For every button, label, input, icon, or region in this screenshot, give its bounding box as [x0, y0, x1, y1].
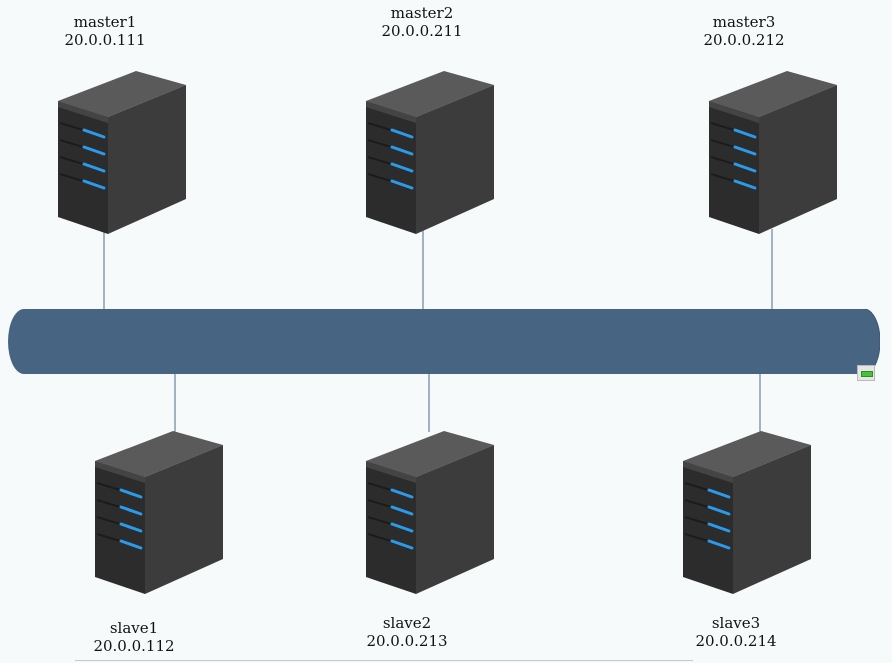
- node-ip: 20.0.0.212: [703, 31, 785, 49]
- node-ip: 20.0.0.214: [695, 632, 777, 650]
- node-name: master3: [712, 13, 776, 31]
- node-label-slave1: slave1 20.0.0.112: [44, 619, 224, 655]
- node-name: master1: [73, 13, 137, 31]
- node-label-slave2: slave2 20.0.0.213: [317, 614, 497, 650]
- node-name: slave2: [382, 614, 432, 632]
- network-bus[interactable]: [8, 309, 880, 374]
- server-slave2-icon[interactable]: [366, 431, 496, 599]
- resize-handle-icon[interactable]: [857, 365, 875, 381]
- node-label-slave3: slave3 20.0.0.214: [646, 614, 826, 650]
- node-name: slave3: [711, 614, 761, 632]
- server-master2-icon[interactable]: [366, 71, 496, 239]
- node-ip: 20.0.0.112: [93, 637, 175, 655]
- server-slave1-icon[interactable]: [95, 431, 225, 599]
- node-label-master1: master1 20.0.0.111: [15, 13, 195, 49]
- node-label-master3: master3 20.0.0.212: [654, 13, 834, 49]
- node-label-master2: master2 20.0.0.211: [332, 4, 512, 40]
- node-ip: 20.0.0.211: [381, 22, 463, 40]
- node-name: slave1: [109, 619, 159, 637]
- node-name: master2: [390, 4, 454, 22]
- canvas-bottom-border: [75, 660, 693, 661]
- server-master3-icon[interactable]: [709, 71, 839, 239]
- node-ip: 20.0.0.213: [366, 632, 448, 650]
- server-master1-icon[interactable]: [58, 71, 188, 239]
- server-slave3-icon[interactable]: [683, 431, 813, 599]
- handle-grip: [861, 371, 873, 377]
- node-ip: 20.0.0.111: [64, 31, 146, 49]
